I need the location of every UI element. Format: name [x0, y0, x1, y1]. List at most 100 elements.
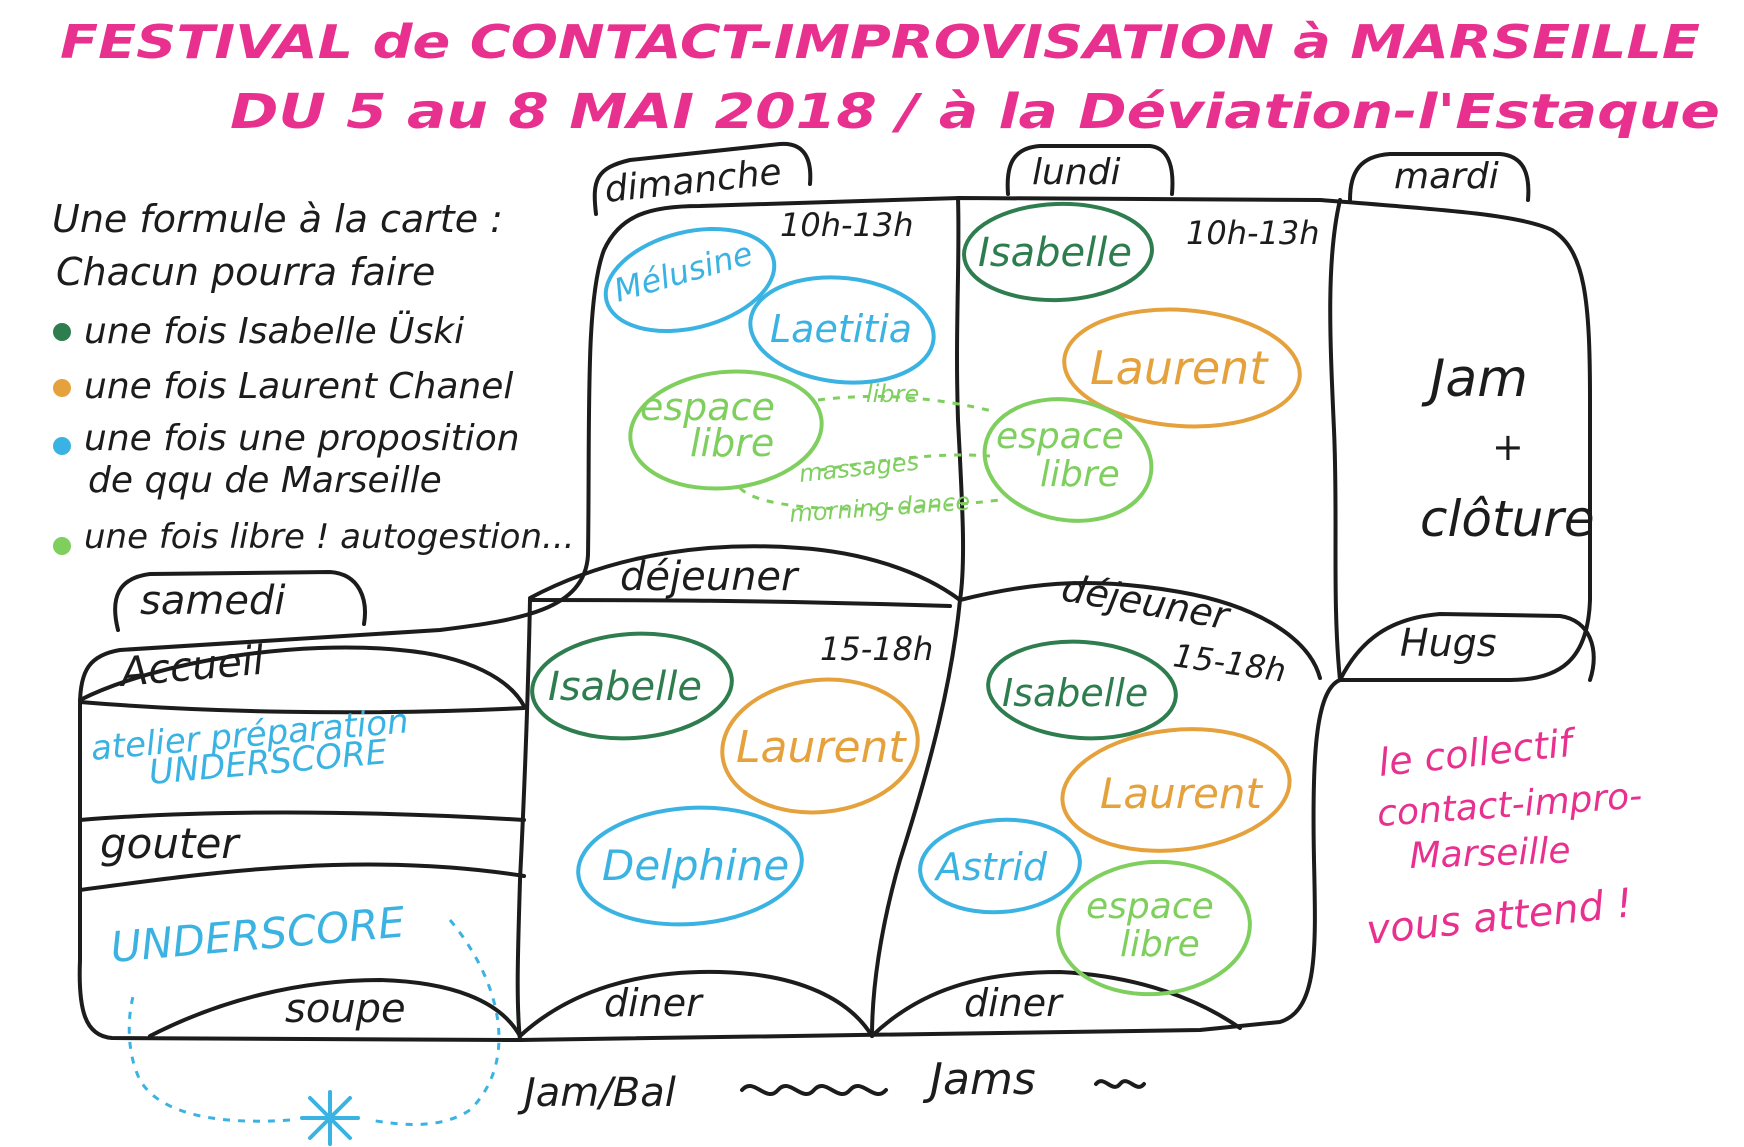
legend-item-laurent: une fois Laurent Chanel: [84, 366, 513, 407]
soupe-band: [148, 978, 522, 1038]
espace-libre-lun-2: libre: [1040, 454, 1120, 495]
oval-laurent-lun-pm: [1060, 727, 1292, 853]
dejeuner-band-bottom: [528, 598, 952, 608]
schedule-grid: [77, 196, 1596, 1042]
laurent-dim-label: Laurent: [736, 722, 907, 773]
espace-libre-lun-pm-1: espace: [1086, 886, 1214, 927]
collectif-line-2: contact-impro-: [1376, 776, 1644, 835]
soupe-label: soupe: [285, 986, 406, 1032]
jam-bal-label: Jam/Bal: [517, 1070, 676, 1116]
collectif-line-4: vous attend !: [1364, 880, 1634, 954]
oval-isabelle-dim: [530, 631, 734, 741]
legend-item-marseille: une fois une proposition: [84, 418, 520, 459]
libre-links: libre massages morning dance: [738, 380, 1001, 528]
mardi-plus: +: [1492, 425, 1524, 469]
legend-dot-isabelle: [53, 323, 71, 341]
hugs-tab: [1338, 612, 1596, 682]
title-line-1: FESTIVAL de CONTACT-IMPROVISATION à MARS…: [60, 15, 1700, 69]
mardi-jam: Jam: [1421, 349, 1528, 409]
link-massages: [819, 453, 991, 472]
squiggle-2: [1094, 1079, 1146, 1089]
link-morning-dance-label: morning dance: [788, 487, 971, 528]
diner-band-lundi: [870, 970, 1242, 1038]
collectif-line-3: Marseille: [1409, 830, 1571, 877]
oval-espace-libre-dim: [628, 369, 824, 491]
star-icon: [300, 1090, 360, 1146]
laetitia-label: Laetitia: [770, 307, 912, 351]
delphine-label: Delphine: [602, 841, 789, 890]
samedi-column: Accueil atelier préparation UNDERSCORE g…: [89, 638, 501, 1146]
oval-laurent-dim: [720, 677, 920, 815]
legend-dot-marseille: [53, 437, 71, 455]
tab-dimanche: [592, 141, 813, 216]
accueil-label: Accueil: [116, 638, 266, 697]
dimanche-diner: diner: [604, 981, 704, 1025]
astrid-label: Astrid: [933, 845, 1048, 889]
tab-lundi-label: lundi: [1032, 152, 1121, 193]
lundi-column: Isabelle 10h-13h Laurent espace libre dé…: [918, 201, 1320, 1025]
dejeuner-band-top: [528, 544, 1322, 680]
mardi-hugs: Hugs: [1400, 621, 1497, 665]
day-tabs: dimanche lundi mardi samedi: [113, 141, 1531, 632]
espace-libre-lun-1: espace: [996, 416, 1124, 457]
laurent-lun-label: Laurent: [1090, 341, 1269, 395]
divider-lundi-mardi: [1328, 198, 1342, 682]
espace-libre-dim-2: libre: [690, 421, 774, 465]
tab-mardi: [1348, 152, 1531, 202]
lundi-dejeuner: déjeuner: [1058, 566, 1234, 639]
diner-band-dimanche: [518, 969, 874, 1038]
oval-espace-libre-lun-pm: [1056, 859, 1252, 997]
oval-isabelle-lun: [962, 201, 1154, 303]
legend-item-libre: une fois libre ! autogestion...: [84, 517, 574, 557]
espace-libre-dim-1: espace: [640, 385, 775, 429]
title-line-2: DU 5 au 8 MAI 2018 / à la Déviation-l'Es…: [230, 84, 1720, 140]
accueil-band-lower: [78, 700, 526, 715]
legend-heading-2: Chacun pourra faire: [56, 250, 435, 294]
link-massages-label: massages: [798, 448, 921, 488]
legend: Une formule à la carte : Chacun pourra f…: [52, 197, 574, 557]
isabelle-lun-label: Isabelle: [978, 230, 1132, 276]
lundi-afternoon-time: 15-18h: [1171, 636, 1288, 689]
legend-heading-1: Une formule à la carte :: [52, 197, 503, 241]
espace-libre-lun-pm-2: libre: [1120, 924, 1200, 965]
isabelle-dim-label: Isabelle: [548, 664, 702, 710]
link-libre-label: libre: [866, 380, 919, 408]
legend-item-isabelle: une fois Isabelle Üski: [84, 310, 464, 352]
underscore-label: UNDERSCORE: [109, 897, 408, 972]
oval-astrid: [918, 817, 1082, 915]
dimanche-morning-time: 10h-13h: [780, 206, 914, 244]
collectif-line-1: le collectif: [1376, 720, 1580, 785]
mardi-cloture: clôture: [1420, 490, 1595, 548]
grid-outline: [77, 196, 1592, 1042]
lundi-morning-time: 10h-13h: [1186, 214, 1320, 252]
oval-laetitia: [748, 275, 936, 385]
link-morning-dance: [738, 486, 1001, 511]
tab-lundi: [1005, 144, 1175, 196]
oval-laurent-lun: [1062, 307, 1302, 429]
oval-melusine: [603, 226, 777, 334]
oval-delphine: [576, 805, 804, 927]
legend-dot-laurent: [53, 379, 71, 397]
gouter-band-bottom: [78, 862, 526, 892]
dimanche-afternoon-time: 15-18h: [820, 630, 933, 668]
jams-label: Jams: [922, 1054, 1036, 1105]
collectif-note: le collectif contact-impro- Marseille vo…: [1364, 720, 1643, 954]
tab-samedi: [113, 570, 367, 632]
legend-dot-libre: [53, 537, 71, 555]
laurent-lun-pm-label: Laurent: [1100, 769, 1263, 818]
isabelle-lun-pm-label: Isabelle: [1002, 671, 1148, 715]
link-libre: [817, 394, 997, 414]
tab-samedi-label: samedi: [140, 578, 285, 624]
accueil-band: [78, 645, 526, 708]
melusine-label: Mélusine: [610, 234, 757, 310]
lundi-diner: diner: [964, 981, 1064, 1025]
bottom-jams: Jam/Bal Jams: [517, 1054, 1146, 1116]
dimanche-dejeuner: déjeuner: [620, 554, 800, 600]
gouter-band-top: [78, 810, 526, 822]
tab-mardi-label: mardi: [1394, 156, 1499, 197]
dimanche-column: 10h-13h Mélusine Laetitia espace libre d…: [530, 206, 936, 1025]
mardi-column: Jam + clôture Hugs: [1400, 349, 1595, 665]
oval-isabelle-lun-pm: [986, 639, 1178, 741]
legend-item-marseille-2: de qqu de Marseille: [88, 460, 442, 501]
